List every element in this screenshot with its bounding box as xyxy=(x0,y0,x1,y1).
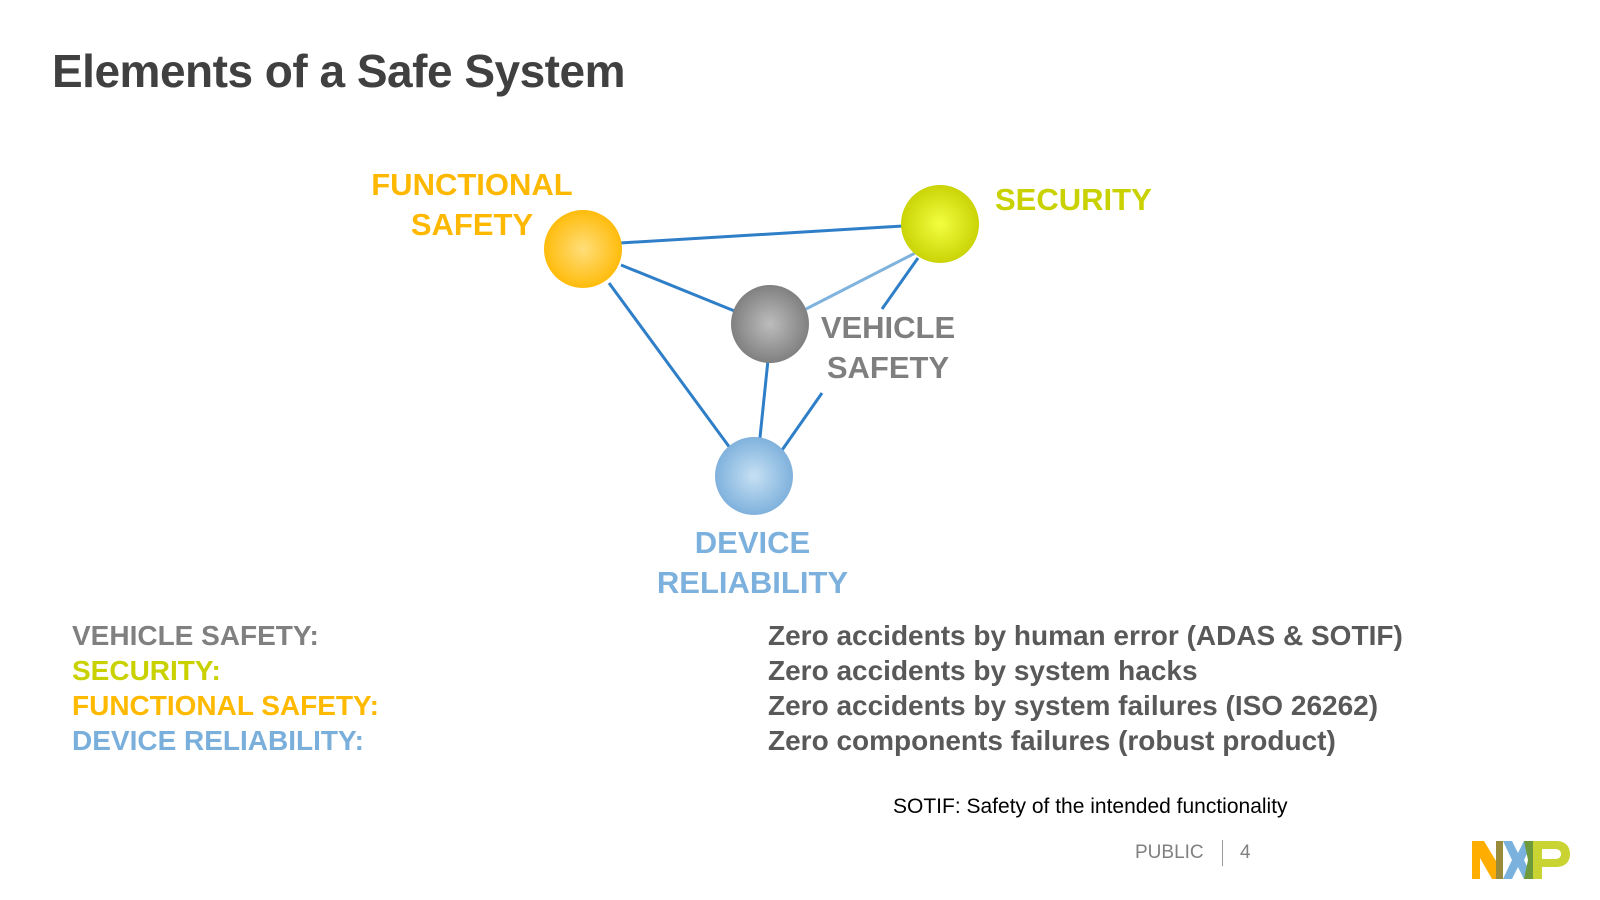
definition-term: VEHICLE SAFETY: xyxy=(72,620,319,651)
label-line: FUNCTIONAL xyxy=(371,167,573,202)
node-security xyxy=(901,185,979,263)
edge-security-device-reliability-lower xyxy=(778,392,824,454)
definition-term: DEVICE RELIABILITY: xyxy=(72,725,364,756)
label-line: RELIABILITY xyxy=(656,565,849,600)
definition-description: Zero accidents by human error (ADAS & SO… xyxy=(768,620,1403,651)
node-device-reliability xyxy=(715,437,793,515)
label-line: SAFETY xyxy=(826,350,950,385)
classification-label: PUBLIC xyxy=(1135,842,1204,863)
edge-functional-safety-device-reliability xyxy=(607,282,735,453)
slide-title: Elements of a Safe System xyxy=(52,45,625,97)
edge-vehicle-safety-device-reliability xyxy=(757,359,770,448)
definition-description: Zero accidents by system failures (ISO 2… xyxy=(768,690,1379,721)
footnote: SOTIF: Safety of the intended functional… xyxy=(893,795,1288,818)
node-vehicle-safety xyxy=(731,285,809,363)
label-security: SECURITY xyxy=(995,180,1152,220)
edge-functional-safety-security xyxy=(619,224,904,245)
edge-security-vehicle-safety xyxy=(805,246,926,311)
edge-security-device-reliability-upper xyxy=(880,257,920,310)
node-functional-safety xyxy=(544,210,622,288)
label-vehicle-safety: VEHICLE SAFETY xyxy=(815,308,961,388)
label-device-reliability: DEVICE RELIABILITY xyxy=(640,523,865,603)
definition-term: FUNCTIONAL SAFETY: xyxy=(72,690,379,721)
label-line: SAFETY xyxy=(410,207,534,242)
label-line: SECURITY xyxy=(995,182,1152,217)
definition-description: Zero accidents by system hacks xyxy=(768,655,1198,686)
diagram-edges xyxy=(607,224,926,454)
edge-functional-safety-vehicle-safety xyxy=(620,263,738,314)
definition-term: SECURITY: xyxy=(72,655,221,686)
label-line: VEHICLE xyxy=(820,310,956,345)
label-line: DEVICE xyxy=(694,525,811,560)
label-functional-safety: FUNCTIONAL SAFETY xyxy=(362,165,582,245)
footer-divider xyxy=(1222,840,1223,866)
definition-description: Zero components failures (robust product… xyxy=(768,725,1336,756)
page-number: 4 xyxy=(1240,842,1251,863)
nxp-logo-icon xyxy=(1472,841,1570,879)
